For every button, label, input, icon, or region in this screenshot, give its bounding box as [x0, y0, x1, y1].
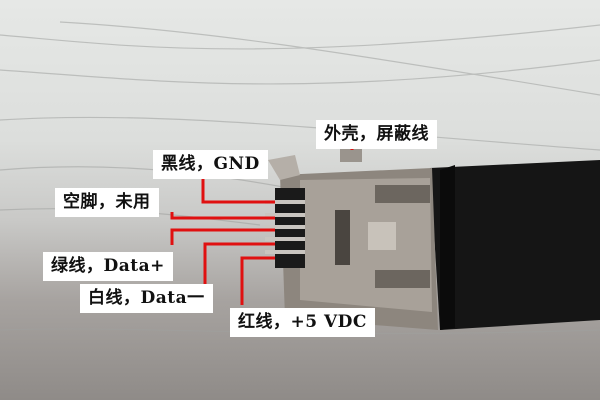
- shield-tab: [340, 148, 362, 162]
- label-data-plus: 绿线，Data+: [43, 252, 173, 281]
- label-data-minus: 白线，Data一: [80, 284, 213, 313]
- label-nc: 空脚，未用: [55, 188, 159, 217]
- label-vcc: 红线，+5 VDC: [230, 308, 375, 337]
- label-shield: 外壳，屏蔽线: [316, 120, 437, 149]
- cable-overmold: [430, 160, 600, 330]
- label-gnd: 黑线，GND: [153, 150, 268, 179]
